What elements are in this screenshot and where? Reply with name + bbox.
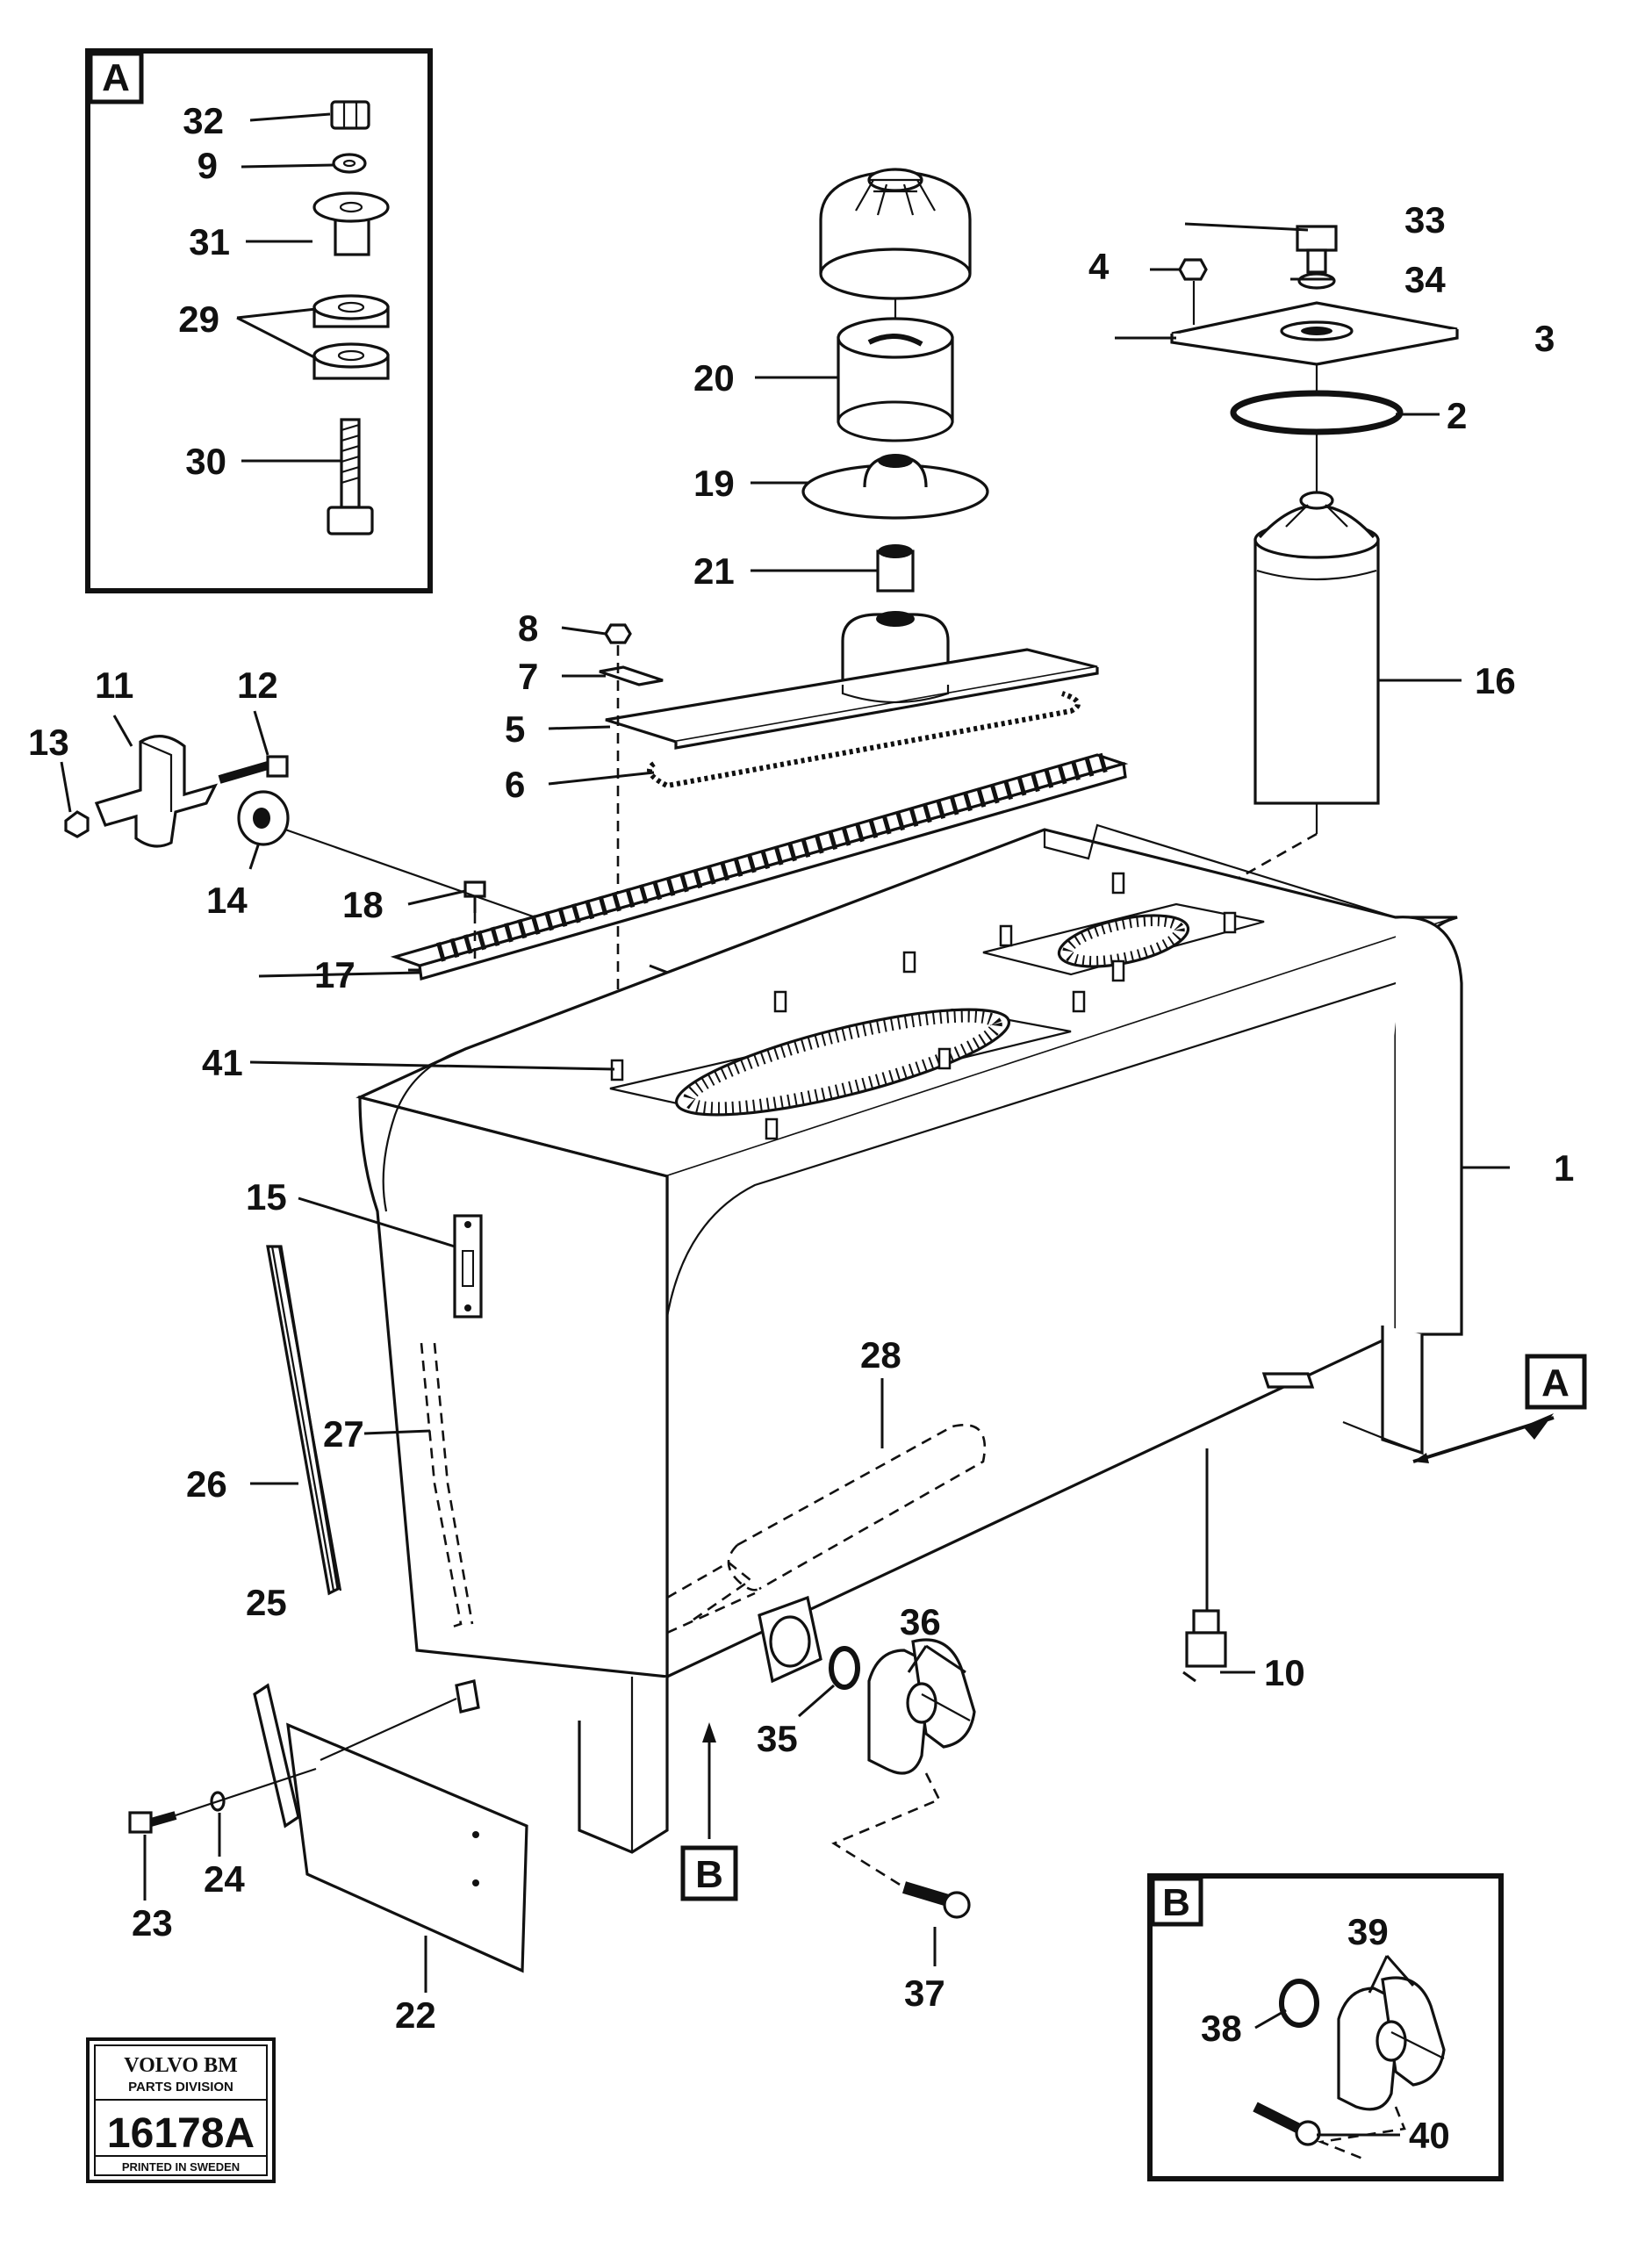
callout-21: 21 (693, 550, 735, 592)
callout-16: 16 (1475, 660, 1516, 701)
callout-30: 30 (185, 441, 226, 482)
filter-element-part-20 (837, 317, 954, 442)
callout-3: 3 (1534, 318, 1555, 359)
callout-15: 15 (246, 1176, 287, 1218)
callout-23: 23 (132, 1902, 173, 1944)
o-ring-part-35 (829, 1646, 860, 1690)
callout-36: 36 (900, 1601, 941, 1642)
callout-31: 31 (189, 221, 230, 262)
o-ring-part-38 (1279, 1979, 1319, 2028)
breather-filter-assembly (801, 168, 989, 686)
callout-19: 19 (693, 463, 735, 504)
seal-ring-part-2 (1230, 390, 1404, 435)
rubber-part-14 (237, 790, 290, 846)
callout-12: 12 (237, 665, 278, 706)
cover-flange-part-3 (1170, 301, 1459, 366)
nut-part-4 (1178, 258, 1208, 281)
stamp-brand: VOLVO BM (124, 2054, 238, 2077)
bushing-part-31 (312, 191, 390, 256)
washer-part-34 (1297, 272, 1336, 290)
detail-a-inset: A (85, 48, 433, 593)
callout-4: 4 (1088, 246, 1110, 287)
gasket-part-6 (647, 691, 1081, 789)
callout-10: 10 (1264, 1652, 1305, 1693)
callout-40: 40 (1409, 2115, 1450, 2156)
callout-7: 7 (518, 656, 538, 697)
return-filter-part-16 (1253, 491, 1380, 805)
side-cover-part-22 (286, 1722, 528, 1973)
callout-34: 34 (1404, 259, 1446, 300)
callout-22: 22 (395, 1994, 436, 2036)
callout-2: 2 (1447, 395, 1467, 436)
callout-14: 14 (206, 880, 248, 921)
callout-35: 35 (757, 1718, 798, 1759)
detail-b-inset: B (1147, 1873, 1504, 2181)
callout-38: 38 (1201, 2008, 1242, 2049)
callout-5: 5 (505, 708, 525, 750)
nut-part-8 (604, 623, 632, 644)
callout-26: 26 (186, 1463, 227, 1505)
sensor-part-10 (1182, 1448, 1227, 1683)
callout-9: 9 (198, 145, 218, 186)
callout-24: 24 (204, 1858, 245, 1900)
callout-11: 11 (95, 665, 133, 706)
nut-part-32 (330, 100, 370, 130)
washer-part-9 (332, 153, 367, 174)
level-gauge-part-15 (453, 1214, 483, 1319)
publisher-stamp: VOLVO BM PARTS DIVISION 16178A PRINTED I… (86, 2037, 276, 2183)
split-flange-part-36 (867, 1638, 976, 1775)
callout-13: 13 (28, 722, 69, 763)
detail-a-label: A (102, 56, 130, 99)
callout-8: 8 (518, 607, 538, 649)
stamp-division: PARTS DIVISION (128, 2080, 233, 2095)
callouts: 1 2 3 4 5 6 7 8 10 11 12 13 14 15 16 17 … (28, 199, 1574, 2156)
callout-41: 41 (202, 1042, 243, 1083)
rubber-pad-part-29 (312, 294, 390, 380)
view-b-reference: B (695, 1853, 723, 1896)
callout-32: 32 (183, 100, 224, 141)
screw-part-40 (1253, 2102, 1321, 2146)
detail-b-label: B (1162, 1881, 1190, 1924)
screw-part-23 (128, 1811, 177, 1834)
bolt-part-12 (218, 755, 289, 784)
callout-1: 1 (1554, 1147, 1574, 1189)
callout-20: 20 (693, 357, 735, 399)
callout-25: 25 (246, 1582, 287, 1623)
callout-18: 18 (342, 884, 384, 925)
nut-part-13 (64, 810, 90, 838)
leader-lines (60, 222, 1510, 2137)
callout-39: 39 (1347, 1911, 1389, 1952)
grille-part-17 (390, 752, 1129, 981)
callout-29: 29 (178, 298, 219, 340)
callout-27: 27 (323, 1413, 364, 1455)
callout-33: 33 (1404, 199, 1446, 241)
callout-17: 17 (314, 954, 356, 995)
split-flange-part-39 (1337, 1976, 1446, 2111)
hidden-strip-part-27 (420, 1342, 463, 1630)
callout-37: 37 (904, 1972, 945, 2014)
bolt-part-37 (901, 1881, 971, 1919)
callout-6: 6 (505, 764, 525, 805)
adapter-part-21 (876, 544, 915, 593)
screw-part-33 (1296, 225, 1338, 274)
disc-part-19 (801, 454, 989, 520)
suction-pipe-part-28 (666, 1424, 987, 1635)
outlet-flange (758, 1595, 976, 1919)
view-a-reference: A (1541, 1362, 1569, 1405)
stamp-printed: PRINTED IN SWEDEN (122, 2160, 240, 2174)
stamp-number: 16178A (107, 2110, 255, 2157)
bolt-part-30 (327, 418, 374, 535)
bracket-part-11 (94, 735, 219, 848)
strip-part-7 (599, 665, 664, 686)
cover-plate-part-5 (605, 648, 1099, 750)
callout-28: 28 (860, 1334, 901, 1376)
